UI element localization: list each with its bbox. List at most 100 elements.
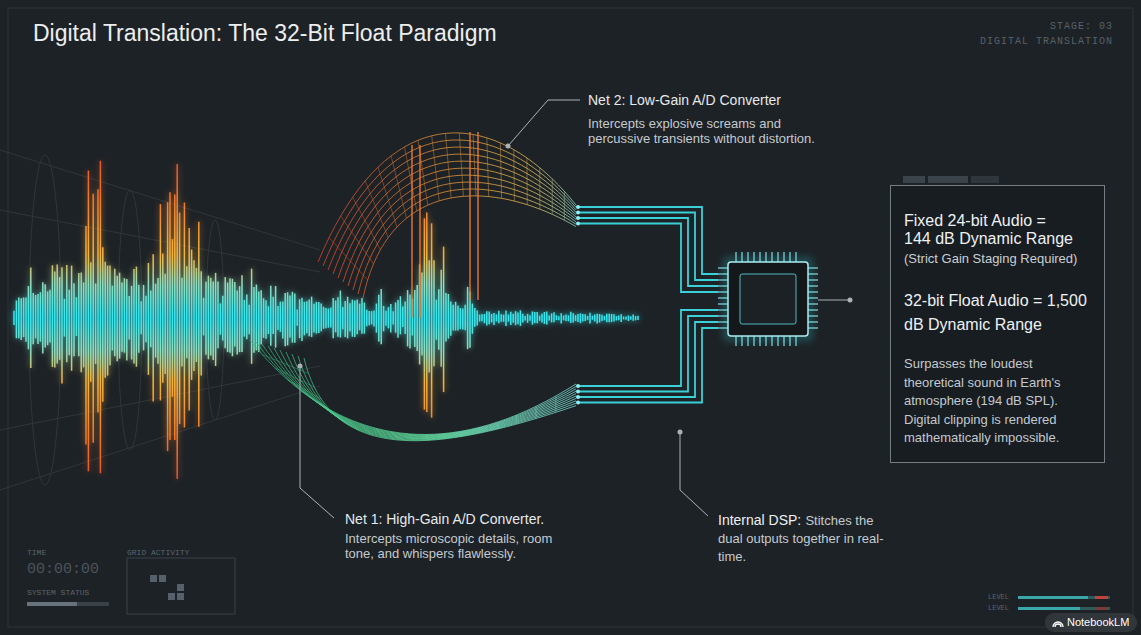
- waveform-bar: [258, 291, 260, 352]
- waveform-bar: [253, 287, 256, 353]
- waveform-bar: [483, 314, 486, 323]
- chip-pin: [808, 315, 818, 316]
- waveform-bar: [299, 299, 301, 338]
- waveform-bar: [243, 300, 246, 337]
- waveform-bar: [226, 283, 229, 352]
- waveform-bar: [632, 314, 634, 320]
- waveform-bar: [493, 313, 496, 325]
- waveform-bar: [20, 298, 23, 340]
- waveform-bar: [90, 262, 93, 381]
- panel-decoration: [903, 176, 999, 183]
- waveform-bar: [198, 222, 200, 427]
- waveform-bar: [116, 276, 118, 361]
- waveform-bar: [85, 226, 87, 444]
- waveform-bar: [488, 312, 490, 325]
- waveform-bar: [469, 292, 472, 348]
- waveform-bar: [88, 171, 90, 472]
- waveform-bar: [409, 294, 412, 348]
- info-panel: Fixed 24-bit Audio = 144 dB Dynamic Rang…: [890, 185, 1105, 463]
- waveform-bar: [425, 212, 428, 411]
- waveform-bar: [452, 305, 454, 331]
- waveform-bar: [486, 311, 488, 325]
- waveform-bar: [246, 295, 249, 340]
- waveform-bar: [238, 286, 241, 352]
- waveform-bar: [244, 300, 246, 337]
- waveform-bar: [524, 316, 527, 321]
- waveform-bar: [76, 297, 78, 336]
- waveform-bar: [172, 239, 174, 397]
- waveform-bar: [538, 316, 541, 321]
- waveform-bar: [545, 312, 548, 325]
- waveform-bar: [174, 195, 177, 441]
- waveform-bar: [515, 311, 517, 325]
- waveform-bar: [152, 254, 155, 401]
- waveform-bar: [382, 306, 385, 331]
- chip-pin: [718, 327, 728, 328]
- waveform-bar: [42, 282, 44, 353]
- waveform-bar: [131, 286, 133, 360]
- waveform-bar: [373, 311, 375, 327]
- waveform-bar: [292, 292, 294, 343]
- orange-net-rung: [473, 134, 476, 195]
- green-net-rung: [262, 354, 308, 373]
- waveform-bar: [308, 300, 311, 337]
- waveform-bar: [373, 311, 376, 327]
- waveform-bar: [556, 315, 558, 320]
- orange-net-rung: [539, 168, 540, 209]
- waveform-bar: [364, 303, 366, 334]
- waveform-bar: [215, 273, 217, 366]
- waveform-bar: [404, 301, 407, 334]
- waveform-bar: [587, 316, 589, 320]
- waveform-bar: [236, 291, 239, 355]
- wireframe-tunnel: [0, 150, 320, 490]
- waveform-bar: [13, 311, 15, 325]
- waveform-bar: [178, 213, 181, 425]
- waveform-bar: [416, 285, 418, 351]
- waveform-bar: [234, 282, 237, 347]
- waveform-bar: [51, 265, 54, 367]
- waveform-bar: [407, 290, 409, 346]
- green-net-strand: [274, 348, 576, 437]
- waveform-bar: [167, 202, 169, 451]
- waveform-bar: [546, 312, 548, 325]
- leader-dot: [506, 144, 511, 149]
- leader-line: [818, 300, 850, 301]
- hud-label: TIME: [27, 548, 46, 558]
- waveform-bar: [95, 284, 97, 364]
- panel-tab: [903, 176, 925, 183]
- chip-pin: [718, 297, 728, 298]
- waveform-bar: [577, 314, 580, 322]
- waveform-bar: [476, 310, 478, 325]
- waveform-bar: [637, 316, 640, 320]
- waveform-bar: [58, 277, 61, 360]
- waveform-bar: [229, 278, 231, 352]
- stage-name: DIGITAL TRANSLATION: [980, 36, 1113, 48]
- waveform-bar: [347, 297, 349, 339]
- waveform-bar: [298, 299, 301, 338]
- waveform-bar: [106, 266, 109, 376]
- chip-pin: [765, 252, 766, 262]
- orange-net-rung: [378, 167, 397, 227]
- waveform-bar: [150, 291, 152, 348]
- waveform-bar: [500, 314, 502, 322]
- orange-net-rung: [353, 197, 381, 250]
- waveform-bar: [507, 314, 510, 321]
- waveform-bar: [46, 291, 49, 345]
- waveform-bar: [210, 278, 212, 356]
- waveform-bar: [186, 266, 189, 358]
- waveform-bar: [126, 279, 128, 360]
- waveform-bar: [68, 290, 70, 356]
- waveform-bar: [520, 310, 522, 326]
- waveform-bar: [112, 286, 114, 351]
- waveform-bar: [533, 312, 536, 323]
- orange-net-rung: [487, 138, 489, 197]
- waveform-bar: [109, 266, 112, 366]
- waveform-bar: [241, 275, 243, 352]
- waveform-bar: [17, 297, 20, 338]
- waveform-bar: [594, 314, 596, 321]
- waveform-bar: [257, 291, 260, 352]
- waveform-bar: [493, 313, 495, 325]
- waveform-bar: [560, 313, 562, 323]
- waveform-bar: [138, 285, 141, 353]
- orange-net-rung: [500, 143, 501, 198]
